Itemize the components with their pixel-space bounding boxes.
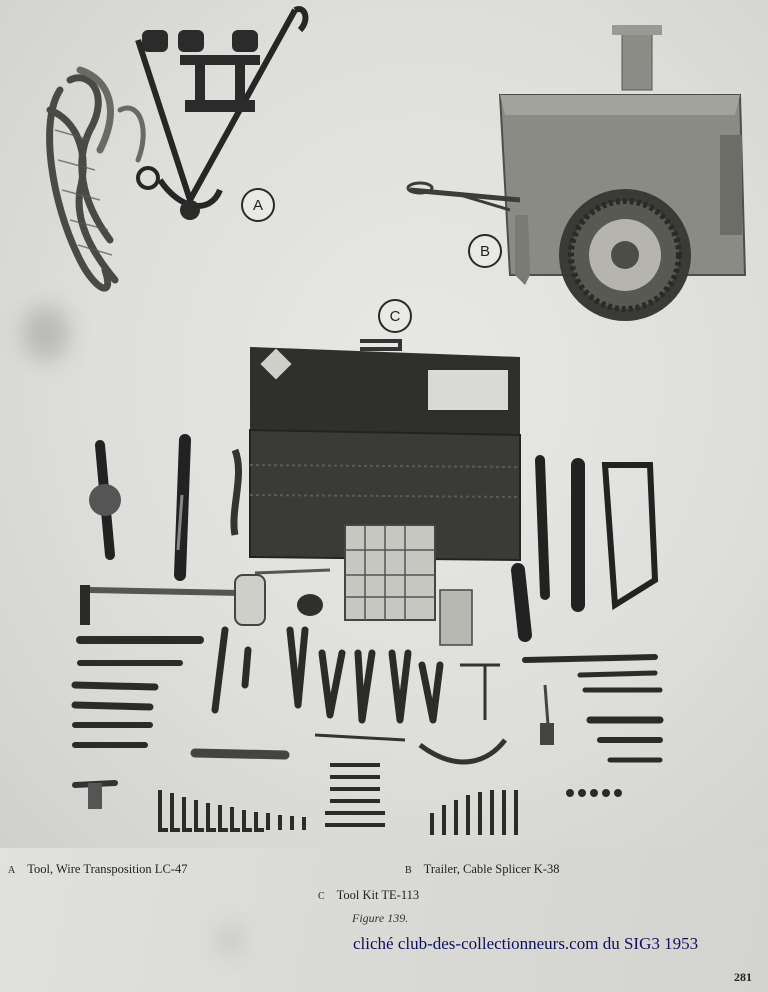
trailer-icon — [406, 25, 747, 321]
toolbox-icon — [71, 339, 664, 835]
caption-letter: A — [8, 865, 16, 876]
caption-label: Tool Kit TE-113 — [336, 888, 420, 902]
caption-label: Tool, Wire Transposition LC-47 — [27, 862, 188, 876]
caption-item-c: C Tool Kit TE-113 — [318, 888, 419, 903]
figure-photo-area: A B C — [0, 0, 768, 955]
caption-item-a: A Tool, Wire Transposition LC-47 — [8, 862, 187, 877]
callout-a: A — [241, 188, 275, 222]
wire-transposition-tool-icon — [46, 6, 309, 292]
caption-letter: C — [318, 891, 325, 902]
callout-b: B — [468, 234, 502, 268]
photo-credit: cliché club-des-collectionneurs.com du S… — [353, 934, 699, 953]
ink-stain — [215, 925, 245, 955]
figure-number: Figure 139. — [352, 911, 409, 925]
caption-label: Trailer, Cable Splicer K-38 — [423, 862, 560, 876]
caption-item-b: B Trailer, Cable Splicer K-38 — [405, 862, 560, 877]
callout-c: C — [378, 299, 412, 333]
ink-stain — [22, 305, 70, 361]
page-number: 281 — [734, 970, 752, 984]
caption-letter: B — [405, 865, 412, 876]
